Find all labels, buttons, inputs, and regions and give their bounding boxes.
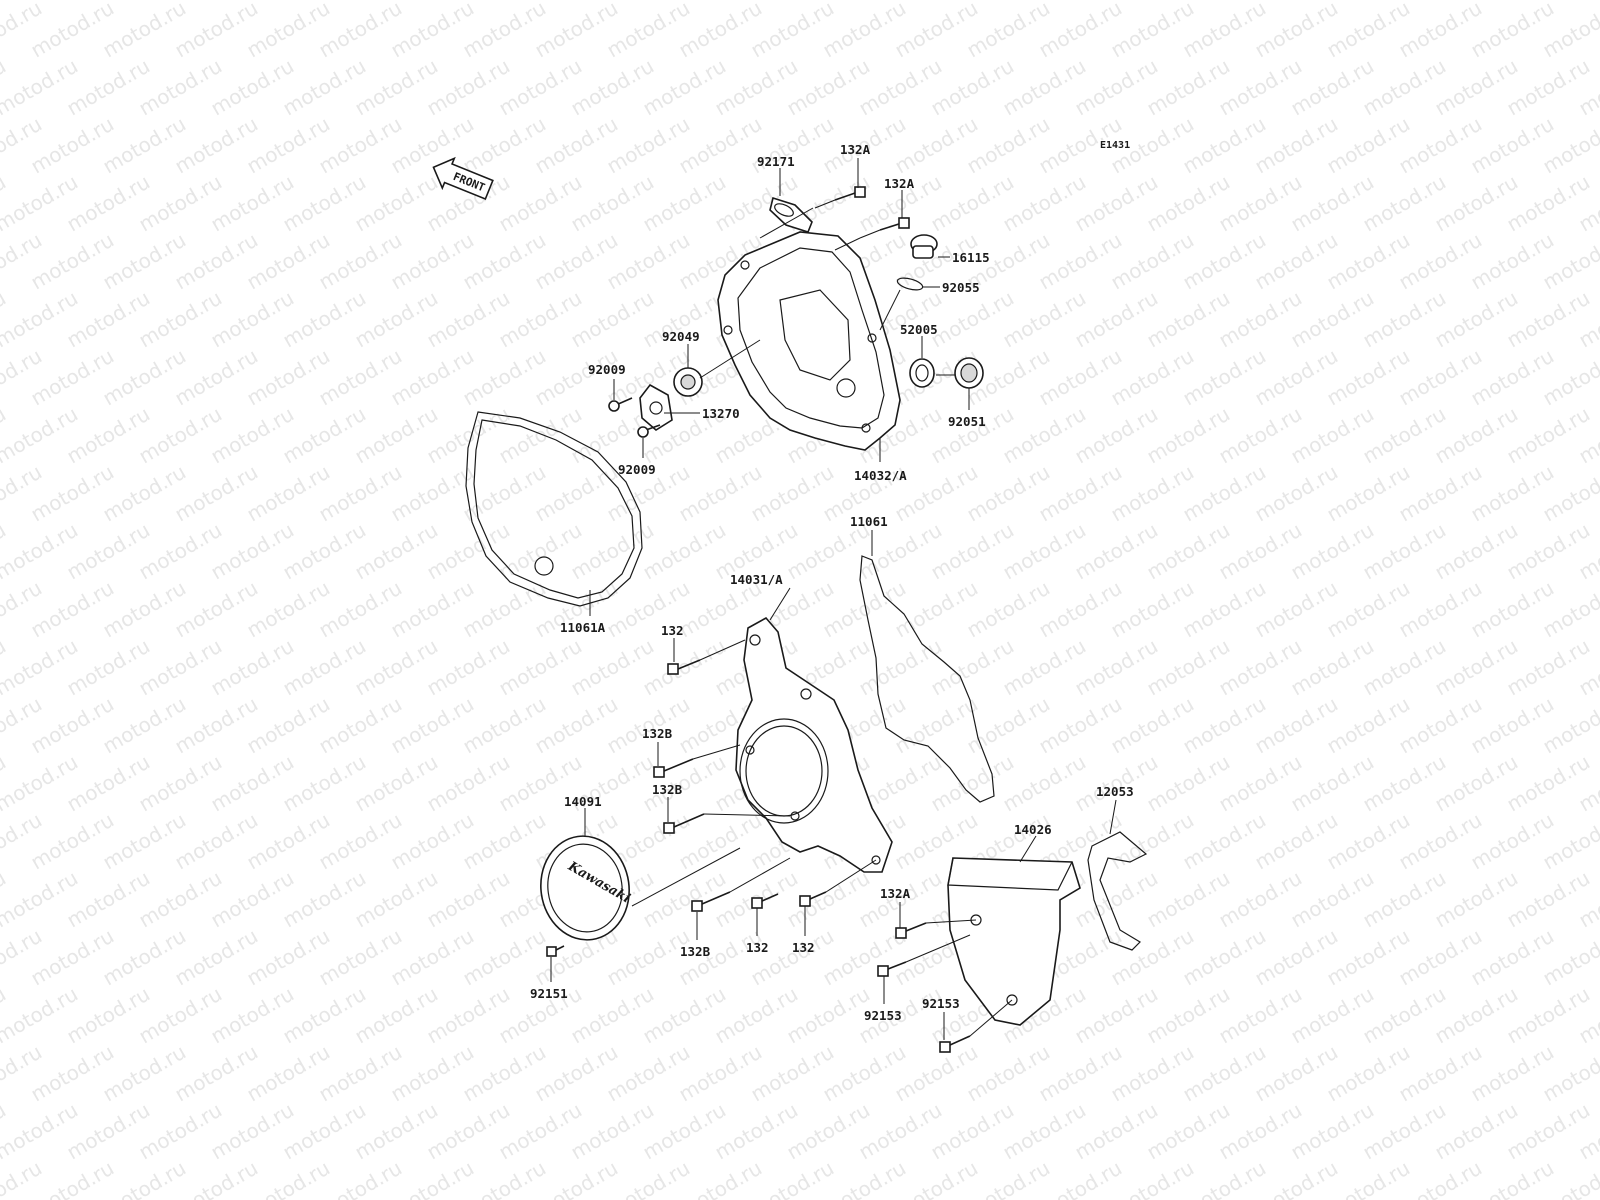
o-ring-92055 (896, 277, 924, 291)
callout-92055: 92055 (942, 280, 980, 295)
leader-lines (550, 158, 1117, 1040)
callout-14026: 14026 (1014, 822, 1052, 837)
callout-132-1: 132 (661, 623, 684, 638)
screw-92009-2 (637, 424, 661, 438)
bolt-132b-gen-2 (663, 813, 705, 834)
callout-11061: 11061 (850, 514, 888, 529)
callout-14091: 14091 (564, 794, 602, 809)
diagram-code: E1431 (1100, 140, 1130, 151)
watermark-text: motod.ru (1575, 0, 1600, 4)
callout-92151: 92151 (530, 986, 568, 1001)
bolt-132b-gen-3 (691, 891, 731, 912)
bolt-132a-lower (895, 922, 927, 939)
callout-13270: 13270 (702, 406, 740, 421)
callout-132a-2: 132A (884, 176, 915, 191)
bolt-132-gen-3 (799, 891, 827, 907)
clutch-cover (717, 231, 901, 451)
callout-16115: 16115 (952, 250, 990, 265)
bracket-12053 (1087, 831, 1148, 951)
callout-132a-1: 132A (840, 142, 871, 157)
sprocket-cover-14026 (947, 857, 1081, 1026)
part-92049 (673, 367, 703, 397)
callout-92049: 92049 (662, 329, 700, 344)
callout-132b-1: 132B (642, 726, 673, 741)
callout-132-3: 132 (792, 940, 815, 955)
callout-92171: 92171 (757, 154, 795, 169)
screw-92151 (546, 945, 565, 957)
filler-cap-16115 (910, 234, 938, 259)
front-arrow-icon: FRONT (432, 156, 494, 201)
callout-132a-3: 132A (880, 886, 911, 901)
callout-92009-1: 92009 (588, 362, 626, 377)
plate-92171 (769, 196, 813, 233)
callout-132b-3: 132B (680, 944, 711, 959)
callout-12053: 12053 (1096, 784, 1134, 799)
badge-cover-14091: Kawasaki (540, 835, 633, 941)
bolt-132a-top-2 (859, 217, 910, 239)
callout-92153-2: 92153 (922, 996, 960, 1011)
screw-92009-1 (608, 397, 633, 412)
callout-92051: 92051 (948, 414, 986, 429)
bolt-132-gen-1 (667, 659, 701, 675)
generator-cover-gasket (859, 555, 995, 803)
callout-11061a: 11061A (560, 620, 606, 635)
callout-132-2: 132 (746, 940, 769, 955)
callout-92153-1: 92153 (864, 1008, 902, 1023)
bolt-132a-top-1 (814, 186, 866, 209)
callout-14031a: 14031/A (730, 572, 783, 587)
generator-cover (735, 616, 893, 873)
callout-52005: 52005 (900, 322, 938, 337)
clutch-cover-gasket (465, 411, 643, 607)
bolt-92153-2 (939, 1035, 971, 1053)
part-52005 (909, 358, 935, 388)
callout-92009-2: 92009 (618, 462, 656, 477)
bolt-92153-1 (877, 961, 907, 977)
bolt-132-gen-2 (751, 893, 779, 909)
callout-14032a: 14032/A (854, 468, 907, 483)
callout-132b-2: 132B (652, 782, 683, 797)
plate-13270 (639, 383, 673, 431)
bolt-132b-gen-1 (653, 758, 694, 778)
oil-seal-92051 (954, 357, 984, 389)
